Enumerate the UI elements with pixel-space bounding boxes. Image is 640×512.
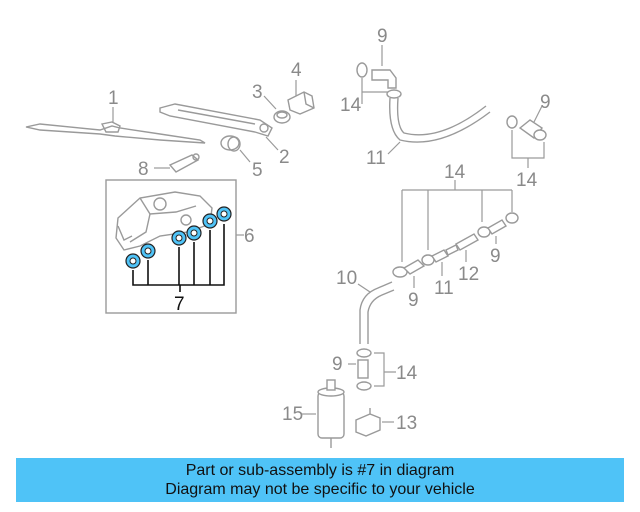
nozzle-part-8[interactable] xyxy=(168,153,200,173)
callout-9a: 9 xyxy=(377,26,388,47)
banner-line-disclaimer: Diagram may not be specific to your vehi… xyxy=(165,481,475,498)
lead-line-10 xyxy=(357,283,371,293)
callout-5: 5 xyxy=(252,160,263,181)
lead-line-14c xyxy=(401,189,513,262)
grommet-7b[interactable] xyxy=(140,243,156,259)
lead-line-14b xyxy=(511,130,545,168)
hose-elbow-part-9-right[interactable] xyxy=(518,119,547,141)
callout-9e: 9 xyxy=(332,354,343,375)
callout-1: 1 xyxy=(108,88,119,109)
grommet-set-part-7[interactable] xyxy=(125,206,232,269)
callout-9d: 9 xyxy=(490,246,501,267)
callout-12: 12 xyxy=(458,264,479,285)
callout-2: 2 xyxy=(279,147,290,168)
banner-line-part-number: Part or sub-assembly is #7 in diagram xyxy=(185,462,455,479)
callout-7: 7 xyxy=(174,294,185,315)
motor-assembly-box-part-6[interactable] xyxy=(105,179,237,314)
grommet-7c[interactable] xyxy=(171,230,187,246)
parts-diagram: 1 2 3 4 5 8 6 xyxy=(25,26,551,448)
callout-14c: 14 xyxy=(444,162,466,183)
lead-line-7 xyxy=(132,224,225,292)
callout-9b: 9 xyxy=(540,92,551,113)
washer-pump-part-15[interactable] xyxy=(317,379,345,448)
connector-part-13[interactable] xyxy=(355,408,381,437)
hose-part-10[interactable] xyxy=(359,281,395,344)
callout-15: 15 xyxy=(282,404,303,425)
callout-4: 4 xyxy=(291,60,302,81)
lead-line-14d xyxy=(374,352,396,387)
wiper-motor-sketch xyxy=(115,191,213,251)
callout-8: 8 xyxy=(138,159,149,180)
cap-part-4[interactable] xyxy=(287,91,315,115)
callout-13: 13 xyxy=(396,413,417,434)
clip-part-14-top[interactable] xyxy=(356,62,402,99)
hose-elbow-part-9-top[interactable] xyxy=(371,69,397,89)
info-banner: Part or sub-assembly is #7 in diagram Di… xyxy=(16,458,624,502)
lead-line-5 xyxy=(239,149,251,163)
lead-line-14a xyxy=(361,78,388,104)
nut-part-3[interactable] xyxy=(273,110,291,124)
grommet-part-5[interactable] xyxy=(220,135,241,152)
callout-11b: 11 xyxy=(434,278,454,299)
hose-part-9-bottom[interactable] xyxy=(357,359,369,379)
callout-14a: 14 xyxy=(340,95,362,116)
callout-14d: 14 xyxy=(396,363,418,384)
grommet-7e[interactable] xyxy=(202,213,218,229)
callout-6: 6 xyxy=(244,226,255,247)
hose-part-11[interactable] xyxy=(389,97,491,143)
lead-line-11a xyxy=(387,141,401,155)
grommet-7a[interactable] xyxy=(125,253,141,269)
callout-11a: 11 xyxy=(366,148,386,169)
connector-line-parts[interactable] xyxy=(392,212,519,278)
grommet-7f[interactable] xyxy=(216,206,232,222)
clip-part-14-right[interactable] xyxy=(506,115,518,129)
callout-9c: 9 xyxy=(408,290,419,311)
callout-3: 3 xyxy=(252,82,263,103)
lead-line-3 xyxy=(263,95,277,110)
lead-line-9b xyxy=(533,105,543,123)
lead-line-2 xyxy=(265,136,279,151)
grommet-7d[interactable] xyxy=(186,225,202,241)
callout-14b: 14 xyxy=(516,170,538,191)
clip-part-14-bottom[interactable] xyxy=(356,348,372,391)
wiper-blade-part-1[interactable] xyxy=(25,121,206,144)
callout-10: 10 xyxy=(336,268,357,289)
wiper-arm-part-2[interactable] xyxy=(159,103,273,137)
